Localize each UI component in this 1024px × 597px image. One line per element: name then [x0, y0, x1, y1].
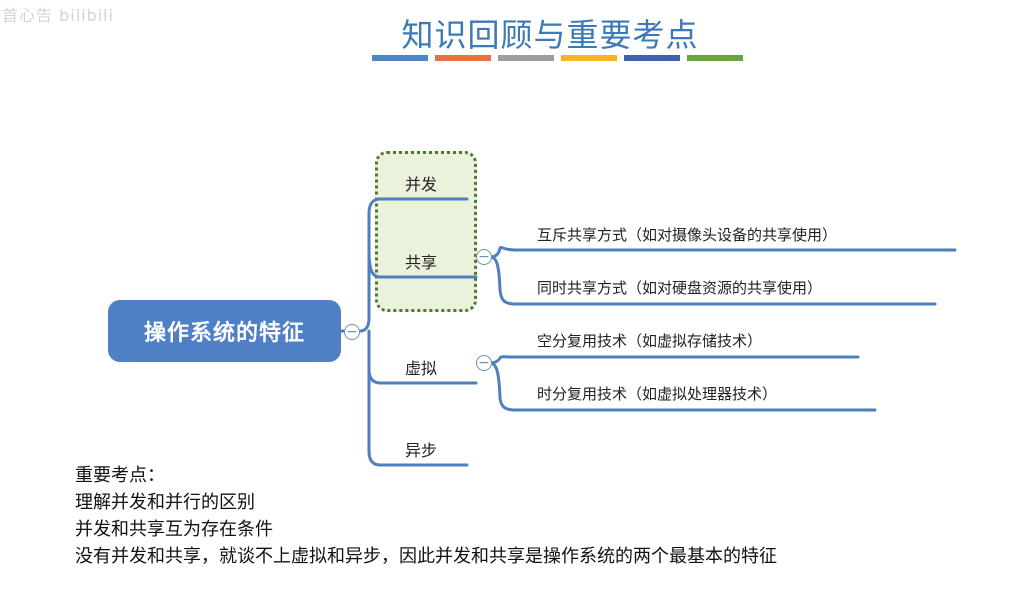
- notes-line-3: 没有并发和共享，就谈不上虚拟和异步，因此并发和共享是操作系统的两个最基本的特征: [75, 546, 777, 567]
- notes-line-2: 并发和共享互为存在条件: [75, 519, 273, 540]
- connector-branch-sharing: [367, 248, 469, 279]
- connector-branch-concurrency: [358, 197, 469, 333]
- title-bar-1: [372, 55, 428, 61]
- connector-sharing-child-1: [488, 245, 957, 259]
- root-node: 操作系统的特征: [108, 300, 341, 362]
- key-points-notes: 重要考点： 理解并发和并行的区别 并发和共享互为存在条件 没有并发和共享，就谈不…: [75, 462, 777, 570]
- notes-line-1: 理解并发和并行的区别: [75, 492, 255, 513]
- title-bar-2: [435, 55, 491, 61]
- virtual-child-time-division: 时分复用技术（如虚拟处理器技术）: [537, 385, 778, 403]
- collapse-icon-virtual[interactable]: −: [476, 355, 492, 371]
- connector-virtual-child-1: [488, 355, 860, 365]
- branch-virtual: 虚拟: [405, 359, 438, 378]
- connector-sharing-child-2: [488, 255, 937, 306]
- watermark: 首心告 bilibili: [2, 6, 115, 25]
- branch-concurrency: 并发: [405, 175, 438, 194]
- sharing-child-mutex: 互斥共享方式（如对摄像头设备的共享使用）: [537, 226, 838, 244]
- branch-sharing: 共享: [405, 253, 438, 272]
- sharing-child-simultaneous: 同时共享方式（如对硬盘资源的共享使用）: [537, 279, 823, 297]
- collapse-icon-root[interactable]: −: [344, 324, 360, 340]
- highlight-box-concurrency-sharing: [375, 151, 477, 312]
- title-bar-4: [561, 55, 617, 61]
- notes-heading: 重要考点：: [75, 465, 165, 486]
- page-title: 知识回顾与重要考点: [401, 16, 699, 54]
- branch-async: 异步: [405, 441, 438, 460]
- title-bar-3: [498, 55, 554, 61]
- connector-virtual-child-2: [488, 361, 877, 412]
- connector-branch-async: [367, 368, 469, 467]
- collapse-icon-sharing[interactable]: −: [476, 249, 492, 265]
- virtual-child-space-division: 空分复用技术（如虚拟存储技术）: [537, 332, 763, 350]
- title-bar-5: [624, 55, 680, 61]
- title-bar-6: [687, 55, 743, 61]
- title-color-bars: [372, 55, 743, 61]
